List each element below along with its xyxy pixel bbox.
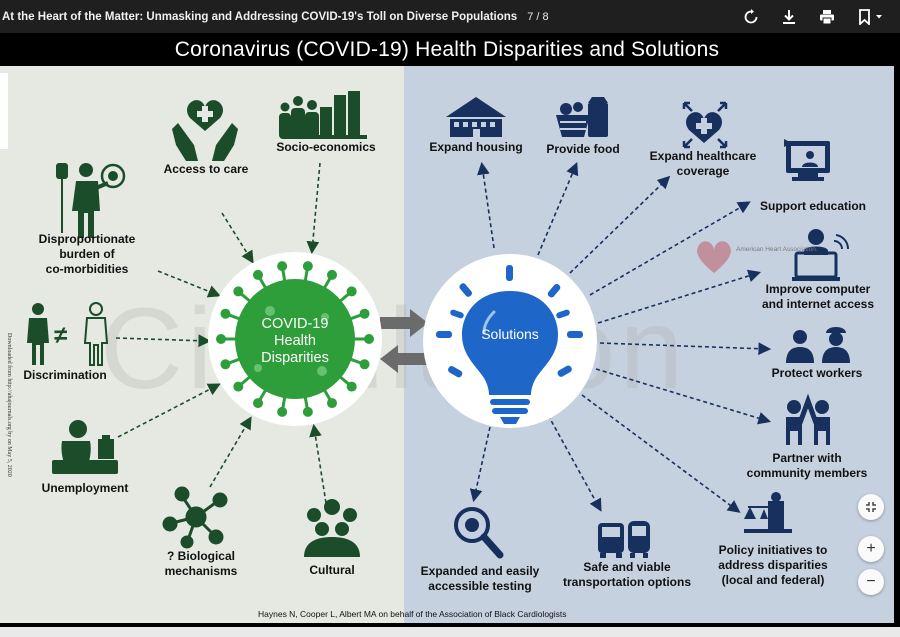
virus-spike-tip [327, 398, 337, 409]
people-buildings-icon [279, 91, 367, 139]
print-icon[interactable] [818, 8, 836, 26]
download-note: Downloaded from http://ahajournals.org b… [6, 333, 12, 477]
virus-spike-tip [346, 381, 357, 392]
disparity-arrows [115, 162, 327, 504]
download-icon[interactable] [780, 8, 798, 26]
diagram: ≠ [27, 91, 850, 559]
hands-heart-icon [172, 100, 238, 161]
policy-scales-icon [744, 492, 792, 533]
label-transport: Safe and viable transportation options [563, 560, 691, 589]
label-policy: Policy initiatives to address disparitie… [718, 543, 828, 587]
healthcare-expand-icon [682, 101, 728, 149]
cultural-group-icon [304, 499, 360, 557]
sidebar-note [0, 73, 8, 149]
label-discrimination: Discrimination [23, 368, 107, 382]
molecule-network-icon [162, 486, 228, 549]
bookmark-icon[interactable] [856, 8, 886, 26]
workers-icon [786, 327, 850, 363]
label-education: Support education [760, 199, 866, 213]
label-testing: Expanded and easily accessible testing [420, 564, 540, 593]
zoom-out-button[interactable]: − [858, 569, 884, 595]
slide-title: Coronavirus (COVID-19) Health Disparitie… [174, 37, 720, 61]
label-internet: Improve computer and internet access [761, 282, 875, 311]
zoom-in-button[interactable]: + [858, 536, 884, 562]
virus-spike-tip [253, 269, 263, 280]
grocery-basket-icon [556, 97, 608, 137]
virus-spike-tip [216, 334, 226, 344]
label-access-to-care: Access to care [163, 162, 249, 176]
covid-virus-hub [208, 252, 382, 426]
svg-text:≠: ≠ [54, 322, 67, 349]
virus-spike-tip [220, 359, 231, 370]
virus-spike-tip [233, 381, 244, 392]
virus-spike-tip [346, 286, 357, 297]
rotate-icon[interactable] [742, 8, 760, 26]
fit-icon [866, 502, 876, 512]
solutions-hub-label: Solutions [481, 326, 539, 342]
label-cultural: Cultural [309, 563, 355, 577]
document-title: At the Heart of the Matter: Unmasking an… [2, 10, 518, 23]
virus-spike-tip [220, 308, 231, 319]
patient-comorbidities-icon [56, 163, 126, 238]
virus-spike-tip [233, 286, 244, 297]
label-biological: ? Biological mechanisms [164, 549, 238, 578]
toolbar-actions [742, 0, 886, 33]
label-expand-housing: Expand housing [429, 140, 523, 154]
slide-title-bar: Coronavirus (COVID-19) Health Disparitie… [0, 33, 894, 66]
covid-hub-label: COVID-19 Health Disparities [261, 316, 329, 366]
virus-spike-tip [359, 308, 370, 319]
infographic-slide: Coronavirus (COVID-19) Health Disparitie… [0, 33, 894, 623]
house-icon [446, 97, 506, 137]
virus-spike-tip [364, 334, 374, 344]
label-unemployment: Unemployment [41, 481, 129, 495]
label-provide-food: Provide food [546, 142, 620, 156]
testing-magnifier-icon [454, 507, 504, 559]
transport-icon [598, 521, 650, 558]
lightbulb-hub [423, 254, 597, 428]
label-comorbidities: Disproportionate burden of co-morbiditie… [38, 232, 136, 276]
document-canvas: Coronavirus (COVID-19) Health Disparitie… [0, 33, 900, 637]
viewer-toolbar: At the Heart of the Matter: Unmasking an… [0, 0, 900, 33]
fit-page-button[interactable] [858, 494, 884, 520]
unemployment-icon [52, 420, 118, 474]
discrimination-people-icon: ≠ [27, 302, 109, 366]
virus-spike-tip [302, 406, 313, 417]
virus-spike-tip [359, 359, 370, 370]
community-partners-icon [786, 393, 830, 445]
bottom-strip [0, 627, 900, 637]
virus-spike-tip [277, 261, 288, 272]
virus-spike-tip [327, 269, 337, 280]
citation: Haynes N, Cooper L, Albert MA on behalf … [258, 609, 567, 619]
label-healthcare: Expand healthcare coverage [649, 149, 757, 178]
virus-spike-tip [302, 261, 313, 272]
exchange-arrows [380, 309, 428, 373]
page-indicator: 7 / 8 [527, 10, 549, 23]
aha-logo-text: American Heart Association. [736, 246, 818, 253]
solution-arrows [469, 161, 772, 513]
label-socio-economics: Socio-economics [276, 140, 376, 154]
virus-spike-tip [277, 406, 288, 417]
label-partner: Partner with community members [746, 451, 868, 480]
laptop-wifi-icon [792, 229, 850, 281]
online-education-icon [784, 139, 830, 181]
aha-logo [697, 241, 731, 273]
virus-spike-tip [253, 398, 263, 409]
label-protect-workers: Protect workers [771, 366, 863, 380]
